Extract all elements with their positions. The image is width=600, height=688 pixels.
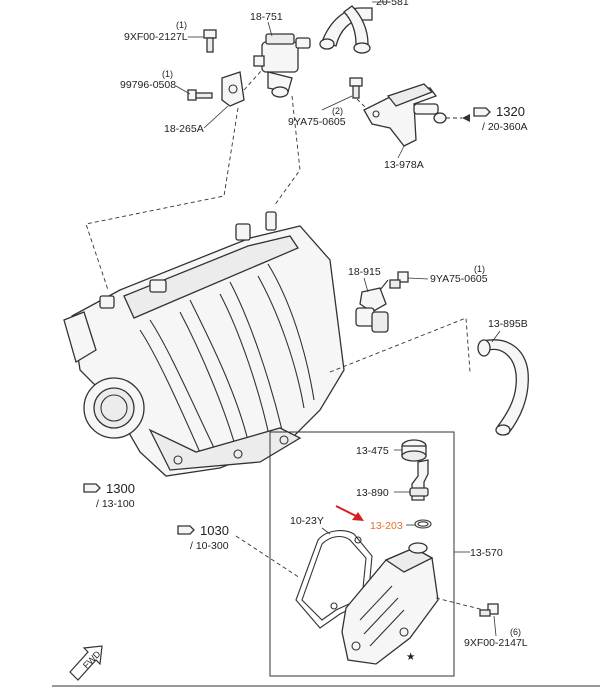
callout-10-300: / 10-300 bbox=[190, 540, 229, 552]
detail-inset-box bbox=[269, 431, 455, 677]
callout-9xf00-2147l: 9XF00-2147L bbox=[464, 637, 528, 649]
callout-9ya75-0605-top: 9YA75-0605 bbox=[288, 116, 346, 128]
callout-9xf00-2147l-qty: (6) bbox=[510, 627, 521, 637]
callout-20-581: 20-581 bbox=[376, 0, 409, 8]
intake-manifold[interactable] bbox=[63, 211, 345, 477]
oil-separator-13-570[interactable] bbox=[341, 542, 439, 665]
callout-99796-0508-qty: (1) bbox=[162, 69, 173, 79]
callout-1320: 1320 bbox=[496, 104, 525, 119]
callout-99796-0508: 99796-0508 bbox=[120, 79, 176, 91]
callout-9ya75-0605-mid: 9YA75-0605 bbox=[430, 273, 488, 285]
callout-9xf00-2127l-qty: (1) bbox=[176, 20, 187, 30]
sensor-18-915[interactable] bbox=[355, 279, 389, 333]
bolt-9xf00-2127l[interactable] bbox=[203, 29, 217, 53]
ref-1030[interactable]: 1030 bbox=[177, 523, 229, 538]
callout-10-23y: 10-23Y bbox=[290, 515, 324, 527]
purge-valve-18-751[interactable] bbox=[253, 33, 311, 98]
callout-18-265a: 18-265A bbox=[164, 123, 204, 135]
callout-1300: 1300 bbox=[106, 481, 135, 496]
bolt-9ya75-0605-mid[interactable] bbox=[389, 271, 409, 289]
callout-20-360a: / 20-360A bbox=[482, 121, 528, 133]
bolt-9ya75-0605-top[interactable] bbox=[349, 77, 363, 99]
cap-13-475[interactable] bbox=[401, 439, 427, 462]
fwd-arrow-icon: FWD bbox=[69, 645, 103, 681]
callout-13-570: 13-570 bbox=[470, 547, 503, 559]
callout-9xf00-2127l: 9XF00-2127L bbox=[124, 31, 188, 43]
hose-13-895b[interactable] bbox=[477, 339, 529, 436]
callout-9ya75-0605-top-qty: (2) bbox=[332, 106, 343, 116]
callout-1030: 1030 bbox=[200, 523, 229, 538]
callout-13-890: 13-890 bbox=[356, 487, 389, 499]
star-mark: ★ bbox=[406, 651, 416, 663]
bracket-18-265a[interactable] bbox=[221, 71, 245, 107]
callout-13-978a: 13-978A bbox=[384, 159, 424, 171]
highlight-arrow bbox=[335, 505, 364, 521]
callout-13-203: 13-203 bbox=[370, 520, 403, 532]
callout-13-100: / 13-100 bbox=[96, 498, 135, 510]
callout-18-915: 18-915 bbox=[348, 266, 381, 278]
bolt-9xf00-2147l[interactable] bbox=[479, 603, 499, 617]
ref-1320[interactable]: 1320 bbox=[473, 104, 525, 119]
fitting-13-890[interactable] bbox=[409, 459, 429, 501]
bracket-13-978a[interactable] bbox=[363, 83, 447, 147]
hose-20-581[interactable] bbox=[319, 5, 373, 54]
callout-18-751: 18-751 bbox=[250, 11, 283, 23]
ref-1300[interactable]: 1300 bbox=[83, 481, 135, 496]
callout-9ya75-0605-mid-qty: (1) bbox=[474, 264, 485, 274]
o-ring-13-203[interactable] bbox=[414, 519, 432, 529]
callout-13-895b: 13-895B bbox=[488, 318, 528, 330]
bolt-99796-0508[interactable] bbox=[187, 89, 213, 101]
callout-13-475: 13-475 bbox=[356, 445, 389, 457]
